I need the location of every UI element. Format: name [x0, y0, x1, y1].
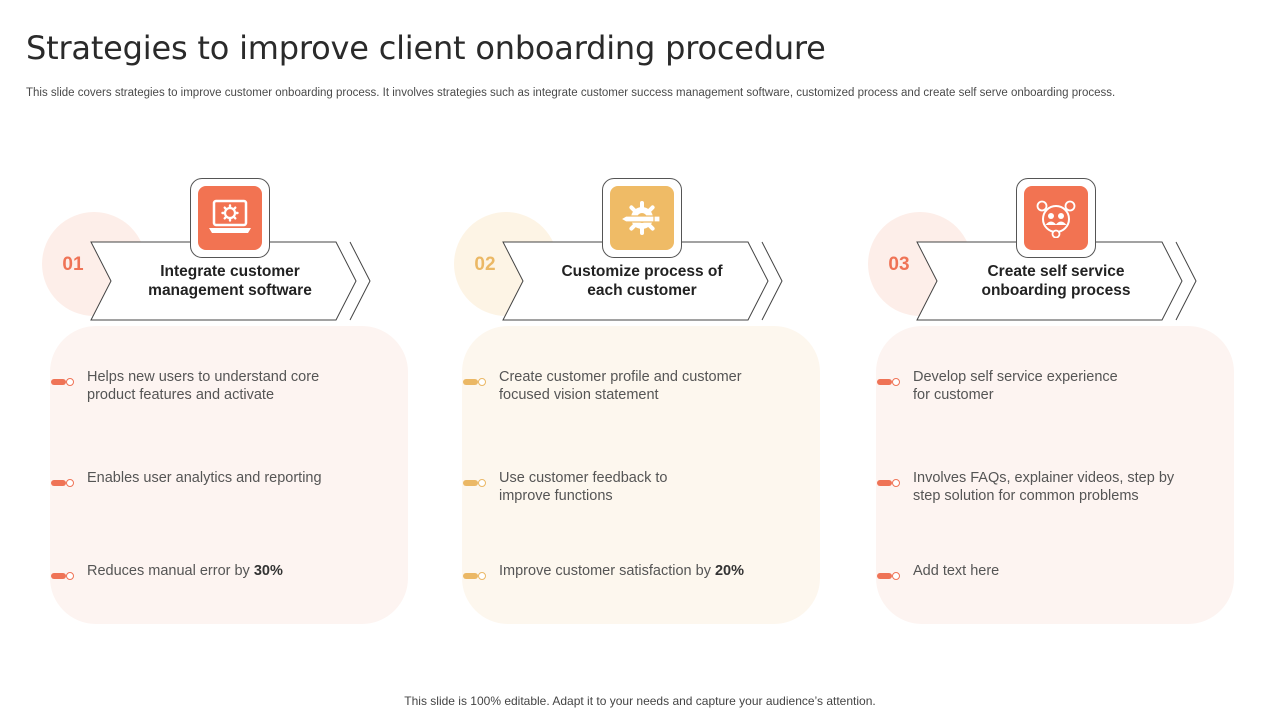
icon-frame: [602, 178, 682, 258]
gear-pencil-icon: [619, 201, 661, 235]
strategy-column-1: 01 Integrate customer management softwar…: [40, 170, 420, 630]
strategy-card: [876, 326, 1234, 624]
page-title: Strategies to improve client onboarding …: [26, 29, 826, 67]
laptop-gear-icon: [209, 199, 251, 233]
bullet-marker-icon: [463, 479, 487, 487]
strategy-heading: Customize process of each customer: [561, 263, 723, 299]
user-network-icon: [1036, 200, 1076, 238]
footer-note: This slide is 100% editable. Adapt it to…: [404, 694, 876, 708]
strategy-number: 02: [474, 254, 496, 275]
bullet-marker-icon: [877, 479, 901, 487]
strategy-card: [462, 326, 820, 624]
icon-frame: [1016, 178, 1096, 258]
bullet-marker-icon: [877, 378, 901, 386]
chevron-banner: [90, 241, 371, 321]
bullet-marker-icon: [877, 572, 901, 580]
strategy-number: 01: [62, 254, 84, 275]
page-subtitle: This slide covers strategies to improve …: [26, 87, 1116, 99]
strategy-number: 03: [888, 254, 910, 275]
strategy-heading: Integrate customer management software: [148, 263, 312, 299]
bullet-marker-icon: [51, 572, 75, 580]
strategy-card: [50, 326, 408, 624]
icon-frame: [190, 178, 270, 258]
strategy-column-2: 02 Customize process of each customer Cr…: [452, 170, 832, 630]
bullet-marker-icon: [463, 572, 487, 580]
chevron-banner: [916, 241, 1197, 321]
bullet-marker-icon: [51, 378, 75, 386]
strategy-heading: Create self service onboarding process: [981, 263, 1131, 299]
strategy-column-3: 03 Create self service onboarding proces…: [866, 170, 1246, 630]
bullet-marker-icon: [51, 479, 75, 487]
bullet-marker-icon: [463, 378, 487, 386]
chevron-banner: [502, 241, 783, 321]
